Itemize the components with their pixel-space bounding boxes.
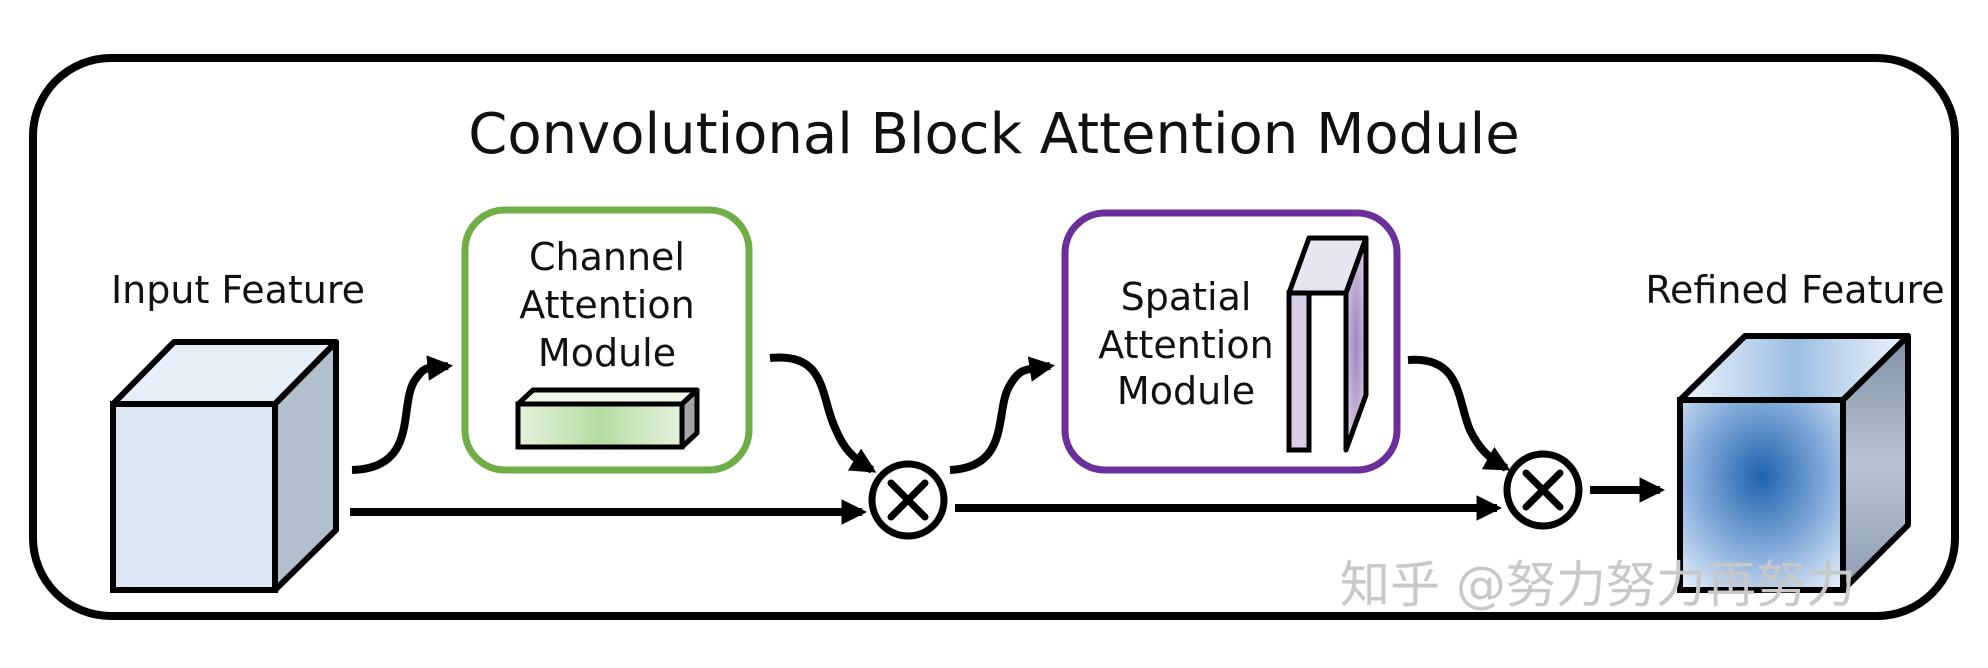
refined-feature-label: Refined Feature xyxy=(1645,268,1944,312)
spatial-module-line3: Module xyxy=(1117,369,1255,413)
diagram-title: Convolutional Block Attention Module xyxy=(468,102,1519,167)
refined-feature-cube xyxy=(1677,333,1911,593)
arrow-input-to-channel xyxy=(351,355,454,474)
channel-module-line2: Attention xyxy=(519,283,694,327)
watermark-text: 知乎 @努力努力再努力 xyxy=(1340,556,1856,614)
input-feature-cube xyxy=(110,339,339,593)
arrow-spatial-to-multiply-2 xyxy=(1407,355,1511,472)
multiply-operator-1 xyxy=(868,460,948,540)
multiply-operator-2 xyxy=(1503,450,1583,530)
input-feature-label: Input Feature xyxy=(111,268,365,312)
arrow-multiply-1-to-spatial xyxy=(949,356,1056,474)
channel-module-line3: Module xyxy=(538,331,676,375)
spatial-module-line1: Spatial xyxy=(1121,275,1252,319)
channel-module-line1: Channel xyxy=(529,235,685,279)
spatial-module-line2: Attention xyxy=(1098,323,1273,367)
channel-attention-map xyxy=(515,387,700,450)
arrow-channel-to-multiply-1 xyxy=(769,353,877,474)
outer-frame xyxy=(29,54,1959,620)
spatial-attention-map xyxy=(1286,235,1369,453)
